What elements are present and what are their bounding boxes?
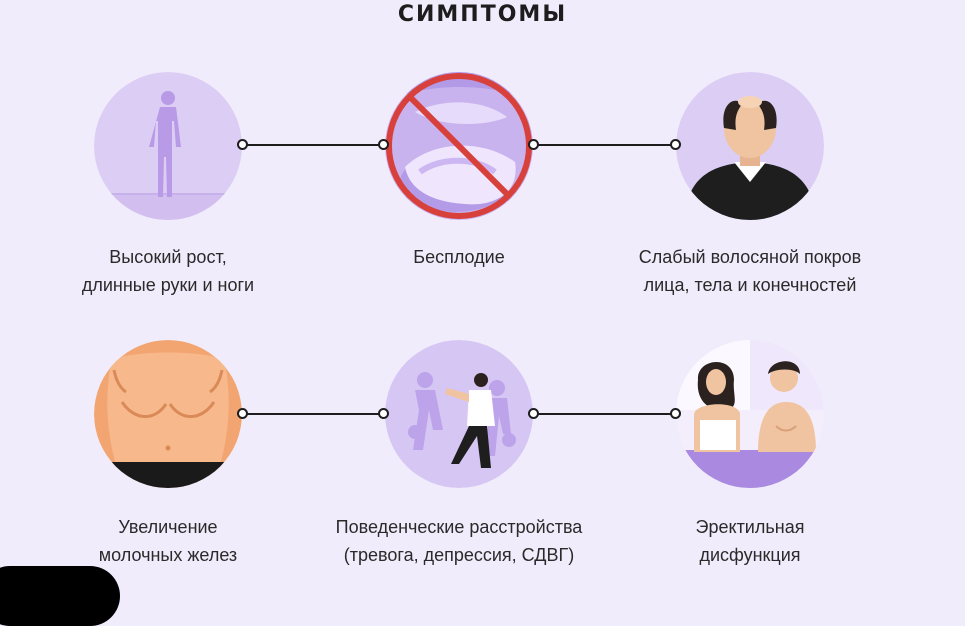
connector-line [243, 413, 383, 415]
connector-line [243, 144, 383, 146]
symptom-label: Бесплодие [413, 247, 505, 267]
couple-in-bed-icon [676, 340, 824, 488]
symptom-label: Поведенческие расстройства(тревога, депр… [335, 517, 583, 565]
symptom-label: Высокий рост,длинные руки и ноги [81, 247, 255, 295]
anxious-person-icon [385, 340, 533, 488]
page-title: СИМПТОМЫ [397, 2, 568, 27]
connector-node [528, 408, 539, 419]
balding-man-icon [676, 72, 824, 220]
connector-node [378, 408, 389, 419]
connector-node [237, 139, 248, 150]
tall-figure-icon [94, 72, 242, 220]
connector-node [670, 139, 681, 150]
connector-node [237, 408, 248, 419]
enlarged-chest-icon [94, 340, 242, 488]
connector-node [378, 139, 389, 150]
corner-overlay [0, 566, 120, 626]
connector-line [534, 144, 675, 146]
connector-node [528, 139, 539, 150]
connector-node [670, 408, 681, 419]
infertility-crossed-icon [385, 72, 533, 220]
connector-line [534, 413, 675, 415]
